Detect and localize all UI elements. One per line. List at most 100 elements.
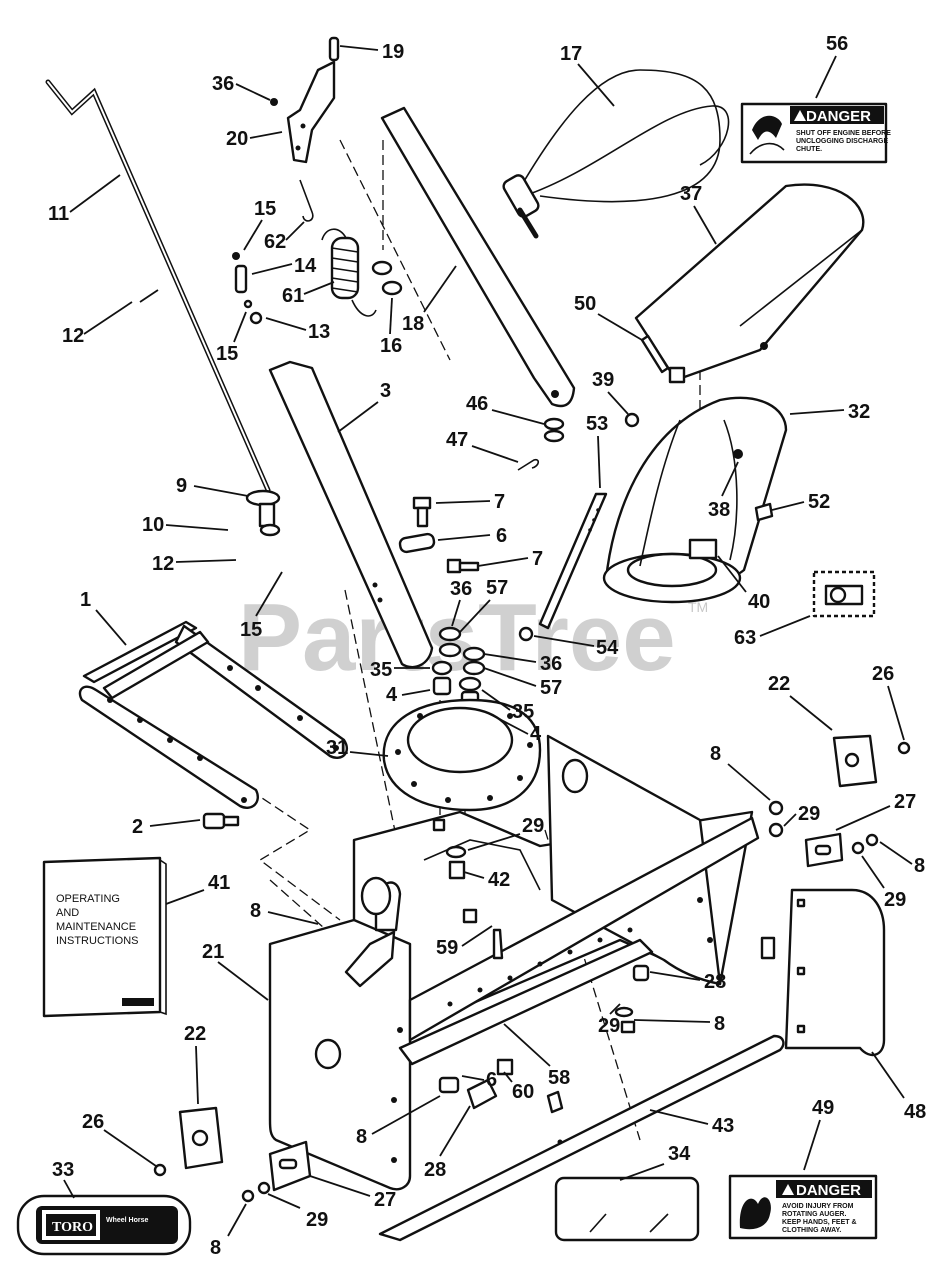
callout-35-b: 35 — [512, 701, 534, 723]
callout-36-c: 36 — [540, 653, 562, 675]
brand-logo: TORO — [52, 1220, 93, 1235]
callout-11: 11 — [48, 203, 69, 225]
callout-17: 17 — [560, 43, 582, 65]
callout-31: 31 — [326, 737, 348, 759]
callout-63: 63 — [734, 627, 756, 649]
callout-15-c: 15 — [240, 619, 262, 641]
callout-27-b: 27 — [374, 1189, 396, 1211]
callout-39: 39 — [592, 369, 614, 391]
callout-37: 37 — [680, 183, 702, 205]
callout-42: 42 — [488, 869, 510, 891]
callout-4-b: 4 — [530, 723, 542, 745]
bearing-plate-left — [153, 1076, 460, 1203]
callout-layer: 1 2 3 4 4 6 6 7 7 8 8 8 8 — [48, 33, 926, 1259]
chute-deflector — [634, 183, 865, 384]
danger-decal-bottom: DANGER AVOID INJURY FROM ROTATING AUGER.… — [728, 1174, 878, 1240]
svg-text:UNCLOGGING DISCHARGE: UNCLOGGING DISCHARGE — [796, 138, 889, 145]
svg-text:KEEP HANDS, FEET &: KEEP HANDS, FEET & — [782, 1219, 857, 1226]
callout-28-b: 28 — [424, 1159, 446, 1181]
callout-33: 33 — [52, 1159, 74, 1181]
danger-decal-bottom-heading: DANGER — [796, 1182, 861, 1199]
svg-text:ROTATING AUGER.: ROTATING AUGER. — [782, 1211, 846, 1218]
watermark-trademark: TM — [688, 599, 708, 615]
svg-text:SHUT OFF ENGINE BEFORE: SHUT OFF ENGINE BEFORE — [796, 130, 891, 137]
callout-57-b: 57 — [540, 677, 562, 699]
chute-pivot-assembly — [812, 570, 876, 618]
callout-8-d: 8 — [714, 1013, 725, 1035]
scraper-blade — [378, 1034, 785, 1242]
callout-36-a: 36 — [212, 73, 234, 95]
chute-crank-tube — [380, 106, 576, 408]
callout-18: 18 — [402, 313, 424, 335]
chute-adjust-strap — [518, 492, 608, 642]
callout-21: 21 — [202, 941, 224, 963]
callout-12-b: 12 — [152, 553, 174, 575]
callout-29-d: 29 — [598, 1015, 620, 1037]
callout-29-c: 29 — [522, 815, 544, 837]
callout-62: 62 — [264, 231, 286, 253]
callout-38: 38 — [708, 499, 730, 521]
callout-59: 59 — [436, 937, 458, 959]
control-cable — [502, 69, 730, 239]
auger-housing — [268, 734, 760, 1191]
callout-29-e: 29 — [306, 1209, 328, 1231]
sight-window — [554, 1176, 700, 1242]
callout-52: 52 — [808, 491, 830, 513]
chute-hardware — [624, 334, 774, 522]
callout-2: 2 — [132, 816, 143, 838]
callout-47: 47 — [446, 429, 468, 451]
svg-text:CHUTE.: CHUTE. — [796, 146, 822, 153]
manual-line-4: INSTRUCTIONS — [56, 935, 139, 947]
callout-57-a: 57 — [486, 577, 508, 599]
callout-14: 14 — [294, 255, 317, 277]
callout-22-b: 22 — [184, 1023, 206, 1045]
callout-29-a: 29 — [798, 803, 820, 825]
callout-9: 9 — [176, 475, 187, 497]
callout-19: 19 — [382, 41, 404, 63]
callout-12-a: 12 — [62, 325, 84, 347]
callout-50: 50 — [574, 293, 596, 315]
callout-20: 20 — [226, 128, 248, 150]
handle-frame — [78, 620, 349, 830]
callout-8-c: 8 — [914, 855, 925, 877]
callout-26-a: 26 — [872, 663, 894, 685]
side-plate-right — [784, 888, 886, 1057]
callout-32: 32 — [848, 401, 870, 423]
callout-54: 54 — [596, 637, 619, 659]
callout-15-b: 15 — [216, 343, 238, 365]
spring-assembly — [232, 179, 403, 325]
svg-text:AVOID INJURY FROM: AVOID INJURY FROM — [782, 1203, 854, 1210]
callout-29-b: 29 — [884, 889, 906, 911]
washer-and-pin — [517, 417, 565, 471]
callout-46: 46 — [466, 393, 488, 415]
callout-26-b: 26 — [82, 1111, 104, 1133]
danger-decal-top-heading: DANGER — [806, 108, 871, 125]
callout-6-a: 6 — [496, 525, 507, 547]
callout-35-a: 35 — [370, 659, 392, 681]
callout-48: 48 — [904, 1101, 926, 1123]
callout-7-a: 7 — [494, 491, 505, 513]
callout-60: 60 — [512, 1081, 534, 1103]
callout-53: 53 — [586, 413, 608, 435]
callout-10: 10 — [142, 514, 164, 536]
manual-line-3: MAINTENANCE — [56, 921, 136, 933]
callout-27-a: 27 — [894, 791, 916, 813]
callout-8-e: 8 — [356, 1126, 367, 1148]
callout-1: 1 — [80, 589, 91, 611]
callout-22-a: 22 — [768, 673, 790, 695]
svg-text:CLOTHING AWAY.: CLOTHING AWAY. — [782, 1227, 841, 1234]
callout-28-a: 28 — [704, 971, 726, 993]
bearing-plate-right — [760, 734, 911, 960]
callout-4-a: 4 — [386, 684, 398, 706]
callout-41: 41 — [208, 872, 230, 894]
callout-8-f: 8 — [210, 1237, 221, 1259]
callout-15-a: 15 — [254, 198, 276, 220]
brand-subtitle: Wheel Horse — [106, 1217, 149, 1224]
callout-7-b: 7 — [532, 548, 543, 570]
flange-ring — [382, 698, 542, 812]
manual-line-1: OPERATING — [56, 893, 120, 905]
callout-8-b: 8 — [710, 743, 721, 765]
callout-61: 61 — [282, 285, 304, 307]
